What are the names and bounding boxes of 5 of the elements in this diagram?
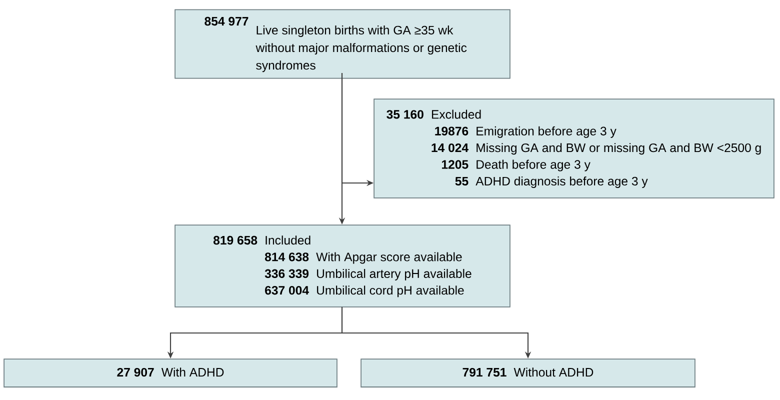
exclusion-box: 35 160 Excluded 19876 Emigration before age 3 y 14 024 Missing GA and BW or missing GA and BW <2500 g 1205 Death before age 3 y 55 ADHD diagnosis before age 3 y [374, 98, 774, 198]
flow-box: 27 907 With ADHD [4, 358, 338, 388]
flow-box: 854 977 Live singleton births with GA ≥35 wk without major malformations or genetic syndromes [174, 9, 510, 79]
flow-box: 791 751 Without ADHD [360, 358, 696, 388]
flow-box: 819 658 Included 814 638 With Apgar score available 336 339 Umbilical artery pH available 637 004 Umbilical cord pH available [174, 224, 510, 308]
